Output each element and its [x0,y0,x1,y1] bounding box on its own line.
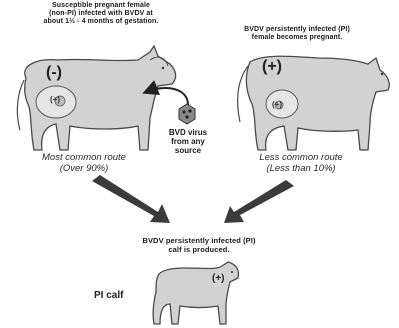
virus-icon [179,104,195,124]
left-route-line-2: (Over 90%) [14,163,154,174]
virus-label: BVD virus from any source [156,128,220,155]
result-caption-line-1: BVDV persistently infected (PI) [104,236,294,245]
right-fetus-sign: (+) [272,100,282,109]
calf-label: PI calf [94,290,123,301]
right-route-line-2: (Less than 10%) [226,163,376,174]
result-caption: BVDV persistently infected (PI) calf is … [104,236,294,254]
right-route-line-1: Less common route [226,152,376,163]
virus-label-line-2: from any [156,137,220,146]
calf-illustration [153,262,238,324]
left-route-label: Most common route (Over 90%) [14,152,154,174]
left-cow-illustration [17,46,175,150]
virus-label-line-3: source [156,146,220,155]
right-cow-illustration [238,56,390,150]
calf-sign: (+) [212,273,225,284]
left-route-arrow [92,175,170,223]
left-route-line-1: Most common route [14,152,154,163]
result-caption-line-2: calf is produced. [104,245,294,254]
left-cow-sign: (-) [46,64,62,82]
left-fetus-sign: (+) [50,95,60,104]
right-route-label: Less common route (Less than 10%) [226,152,376,174]
virus-label-line-1: BVD virus [156,128,220,137]
right-route-arrow [224,180,294,223]
right-cow-sign: (+) [262,58,282,76]
